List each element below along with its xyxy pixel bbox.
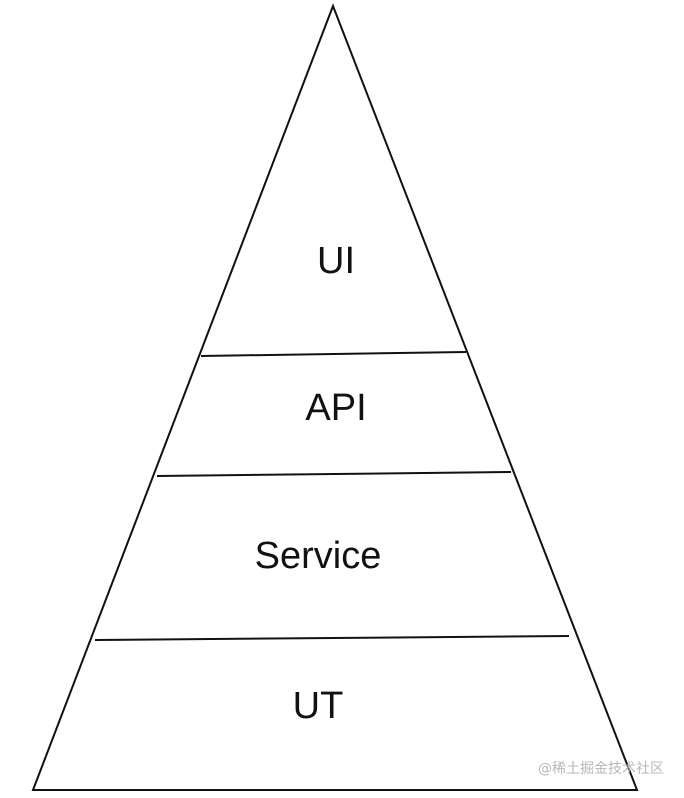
layer-label-ut: UT: [293, 685, 344, 727]
divider-service-ut: [94, 635, 570, 641]
layer-label-api: API: [305, 387, 366, 429]
pyramid-outline: [31, 3, 639, 791]
divider-ui-api: [200, 351, 467, 357]
divider-api-service: [156, 471, 512, 477]
layer-label-service: Service: [255, 535, 382, 577]
layer-label-ui: UI: [317, 240, 355, 282]
watermark-text: @稀土掘金技术社区: [538, 761, 664, 777]
